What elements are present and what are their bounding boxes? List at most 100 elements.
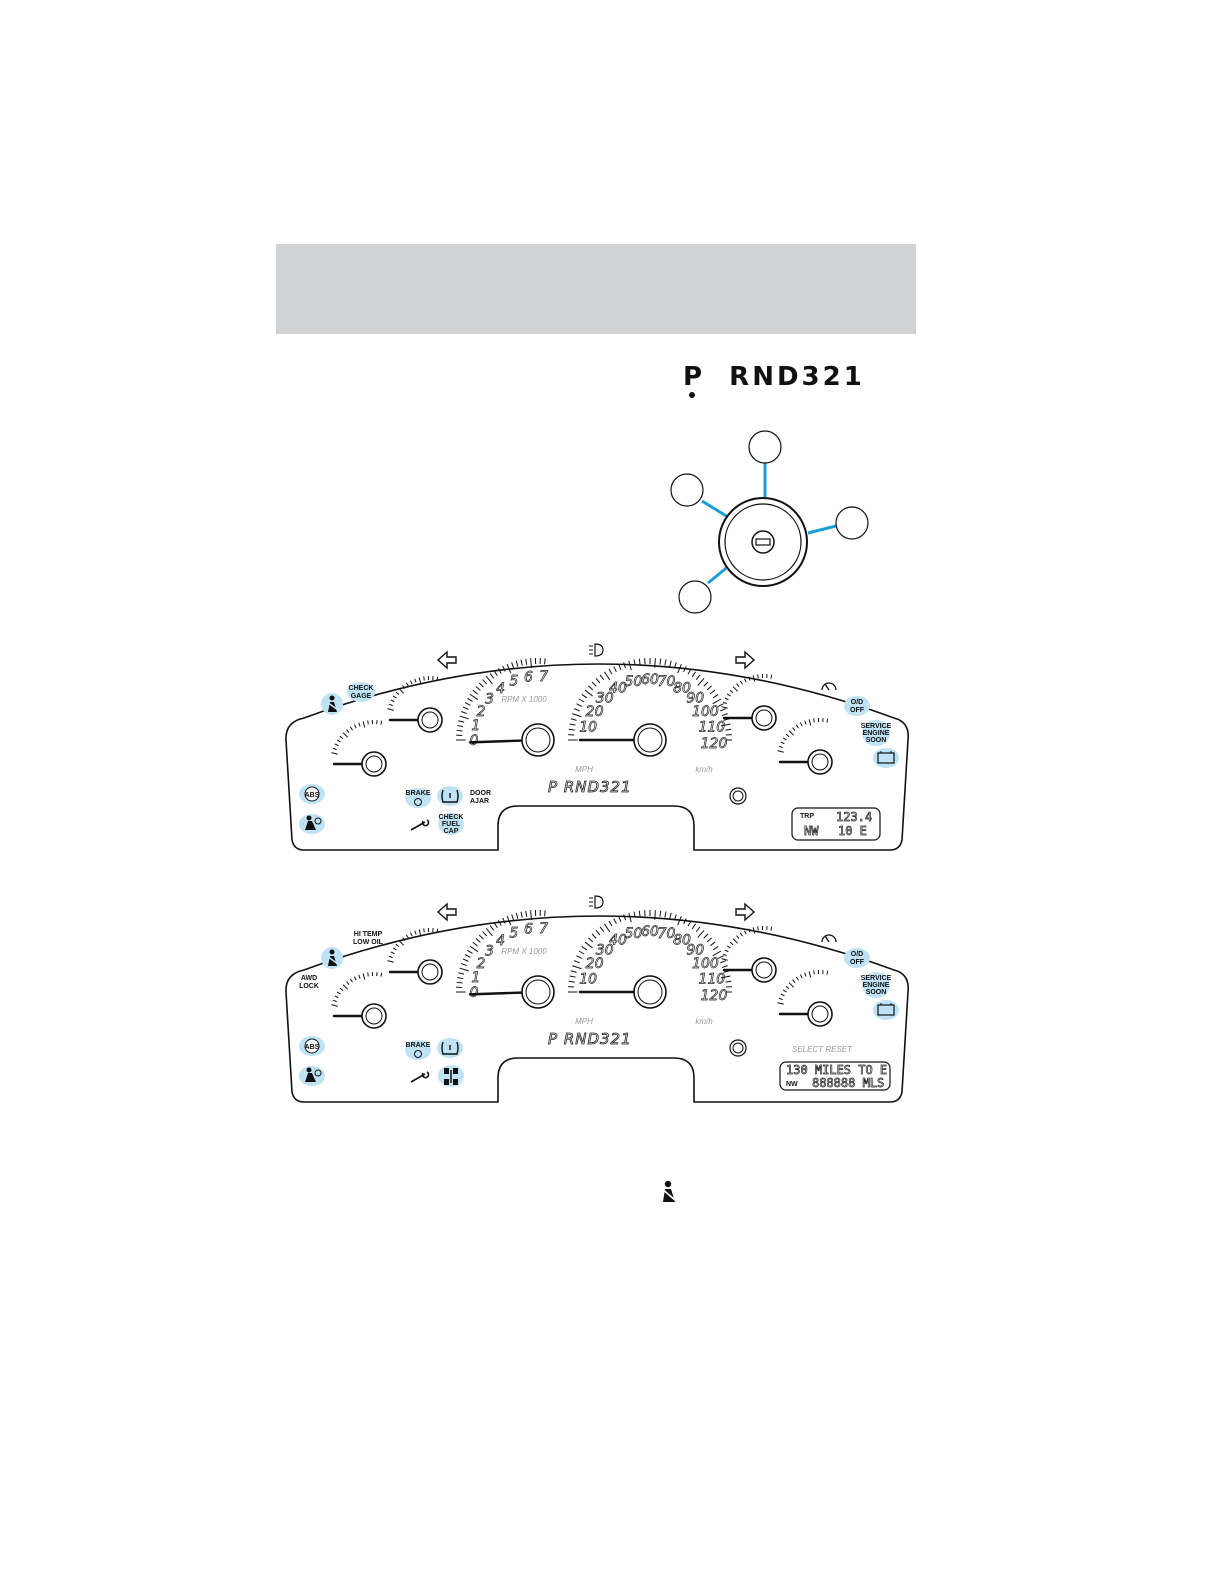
fuel-gauge-tick <box>339 987 344 992</box>
voltage-gauge-hub-inner <box>755 961 773 979</box>
tach-tick <box>467 697 473 702</box>
speed-tick <box>664 911 667 918</box>
speed-tick <box>721 713 728 717</box>
speed-tick <box>613 918 617 925</box>
speed-tick <box>695 926 701 933</box>
speed-tick <box>725 980 732 983</box>
fuel-gauge-tick <box>336 991 341 995</box>
oil-pressure-gauge-tick <box>782 989 787 993</box>
svg-text:SERVICE: SERVICE <box>861 975 892 982</box>
temp-gauge-tick <box>398 940 404 946</box>
svg-text:LOCK: LOCK <box>299 983 319 990</box>
tach-tick <box>456 981 463 984</box>
voltage-gauge-tick <box>770 926 773 931</box>
temp-gauge-tick <box>392 947 397 951</box>
voltage-gauge-tick <box>721 958 728 961</box>
od-off-lamp: O/D OFF <box>844 696 870 716</box>
message-display: TRP 123.4 NW 10 E <box>791 807 881 841</box>
fuel-gauge-tick <box>331 752 338 755</box>
tach-tick <box>458 972 465 975</box>
speed-tick <box>654 658 656 668</box>
speed-number: 120 <box>701 736 728 752</box>
speed-number: 30 <box>596 691 614 707</box>
svg-text:NW: NW <box>804 824 819 838</box>
speed-tick <box>618 916 622 922</box>
speed-number: 120 <box>701 988 728 1004</box>
speed-tick <box>638 910 641 917</box>
speed-number: 70 <box>658 926 676 942</box>
oil-pressure-gauge-tick <box>788 982 794 988</box>
svg-text:O/D: O/D <box>851 699 863 706</box>
speed-tick <box>604 923 611 933</box>
speed-number: 100 <box>692 704 719 720</box>
speed-tick <box>572 713 582 718</box>
temp-gauge-tick <box>395 943 400 948</box>
leader-right <box>807 524 837 535</box>
tach-tick <box>458 720 465 723</box>
fuel-gauge-tick <box>362 973 366 980</box>
speed-tick <box>706 685 712 691</box>
oil-pressure-gauge-tick <box>780 741 785 745</box>
speed-number: 20 <box>586 956 604 972</box>
select-reset-label: SELECT RESET <box>792 1045 853 1054</box>
temp-gauge-tick <box>414 930 417 935</box>
tach-tick <box>511 662 515 669</box>
oil-pressure-gauge-tick <box>792 727 796 732</box>
voltage-gauge-tick <box>748 928 751 933</box>
temp-gauge-tick <box>405 934 409 939</box>
voltage-gauge-tick <box>722 701 727 705</box>
speed-number: 40 <box>609 933 627 949</box>
voltage-gauge-tick <box>724 949 729 953</box>
svg-text:HI TEMP: HI TEMP <box>354 931 383 938</box>
temp-gauge-tick <box>388 955 393 959</box>
speed-tick <box>581 694 588 699</box>
position-circle-left <box>670 473 704 507</box>
speed-tick <box>664 659 667 666</box>
voltage-gauge-tick <box>726 945 731 949</box>
tach-tick <box>530 658 532 668</box>
oil-pressure-gauge-tick <box>788 730 794 736</box>
tach-tick <box>467 949 473 954</box>
temp-gauge-tick <box>418 677 422 684</box>
speed-tick <box>697 930 705 938</box>
speed-tick <box>669 912 672 919</box>
od-off-lamp: O/D OFF <box>844 948 870 968</box>
fuel-gauge-hub-inner <box>365 755 383 773</box>
tach-number: 5 <box>509 674 518 690</box>
temp-gauge-tick <box>402 685 406 690</box>
speed-tick <box>613 666 617 673</box>
speed-number: 10 <box>579 719 597 735</box>
temp-gauge-tick <box>423 676 425 681</box>
speed-tick <box>687 668 692 675</box>
oil-pressure-gauge-hub-inner <box>811 753 829 771</box>
speed-tick <box>677 664 682 674</box>
voltage-gauge-tick <box>726 693 731 697</box>
temp-gauge-tick <box>423 928 425 933</box>
voltage-gauge-tick <box>739 932 743 937</box>
seatbelt-lamp-icon <box>321 947 343 969</box>
svg-text:SOON: SOON <box>866 989 887 996</box>
tach-tick <box>502 917 506 924</box>
speed-tick <box>703 933 709 939</box>
oil-pressure-gauge-tick <box>785 985 790 990</box>
speed-tick <box>638 658 641 665</box>
airbag-lamp-icon <box>299 814 325 834</box>
tach-number: 6 <box>524 922 533 938</box>
svg-text:SERVICE: SERVICE <box>861 723 892 730</box>
speed-number: 40 <box>609 681 627 697</box>
battery-lamp-icon <box>873 1000 899 1020</box>
speed-unit-km: km/h <box>695 765 713 774</box>
tach-tick <box>525 658 528 665</box>
tach-tick <box>511 914 515 921</box>
tach-number: 4 <box>496 681 505 697</box>
speed-number: 110 <box>698 971 725 987</box>
fuel-gauge-tick <box>331 1004 338 1007</box>
fuel-gauge-tick <box>362 721 366 728</box>
tach-tick <box>493 670 498 677</box>
key-slot <box>755 538 771 546</box>
speed-tick <box>604 671 611 681</box>
temp-gauge-hub-inner <box>421 711 439 729</box>
speed-unit: MPH <box>575 1017 593 1026</box>
